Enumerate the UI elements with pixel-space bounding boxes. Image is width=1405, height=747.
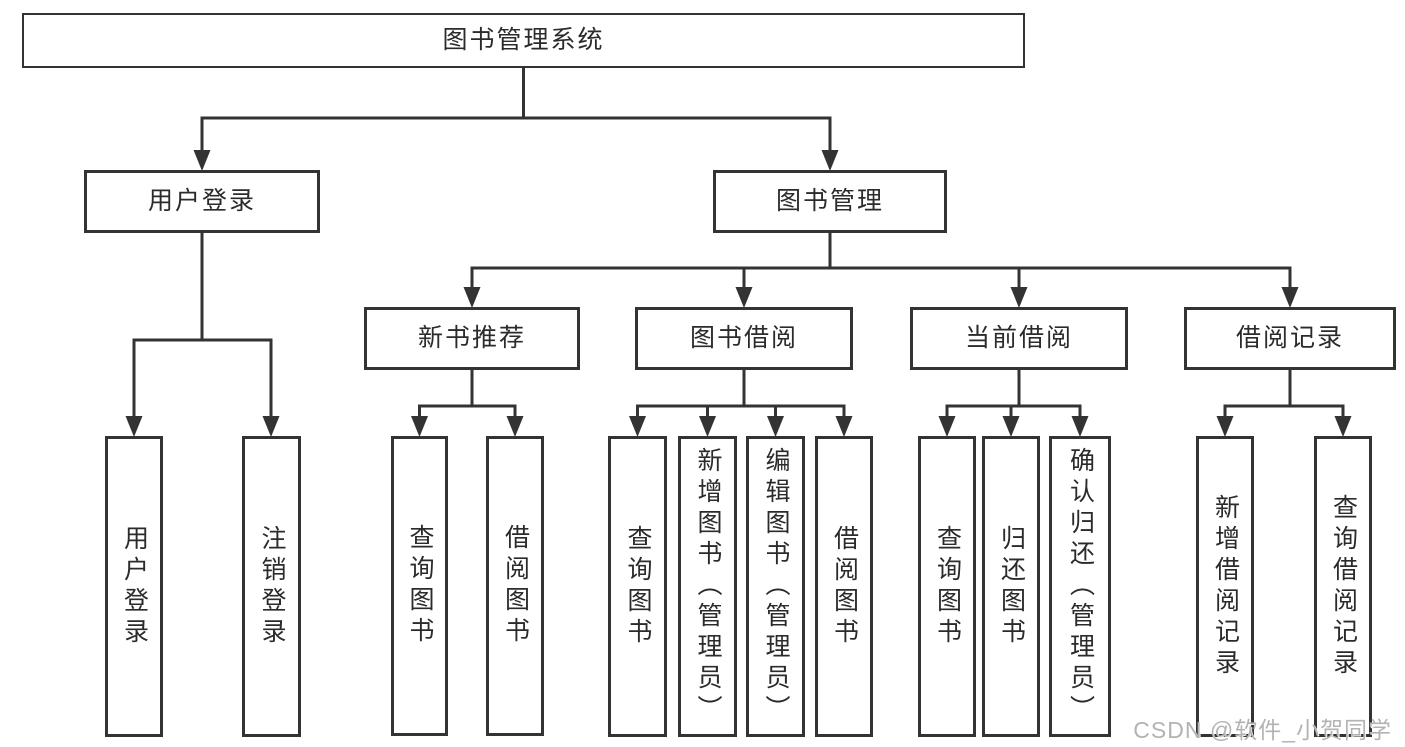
leaf-add-borrow-record: 新增借阅记录	[1196, 436, 1254, 737]
node-user-login: 用户登录	[84, 170, 320, 233]
node-current-borrow: 当前借阅	[910, 307, 1128, 370]
node-root-system: 图书管理系统	[22, 13, 1025, 68]
node-new-book-recommend: 新书推荐	[364, 307, 580, 370]
node-book-borrow: 图书借阅	[635, 307, 853, 370]
leaf-borrow-books: 借阅图书	[815, 436, 873, 737]
node-book-management: 图书管理	[713, 170, 947, 233]
leaf-query-books-current: 查询图书	[918, 436, 976, 737]
leaf-query-borrow-record: 查询借阅记录	[1314, 436, 1372, 737]
leaf-borrow-books-recommend: 借阅图书	[486, 436, 544, 736]
leaf-confirm-return-admin: 确认归还（管理员）	[1049, 436, 1111, 737]
leaf-query-books-recommend: 查询图书	[391, 436, 448, 736]
leaf-edit-books-admin: 编辑图书（管理员）	[746, 436, 805, 737]
node-borrow-records: 借阅记录	[1184, 307, 1396, 370]
leaf-add-books-admin: 新增图书（管理员）	[678, 436, 737, 737]
csdn-watermark: CSDN @软件_小贺同学	[1133, 717, 1392, 743]
leaf-query-books-borrow: 查询图书	[608, 436, 667, 737]
leaf-return-books: 归还图书	[982, 436, 1040, 737]
leaf-logout: 注销登录	[242, 436, 301, 737]
leaf-user-login: 用户登录	[105, 436, 163, 737]
